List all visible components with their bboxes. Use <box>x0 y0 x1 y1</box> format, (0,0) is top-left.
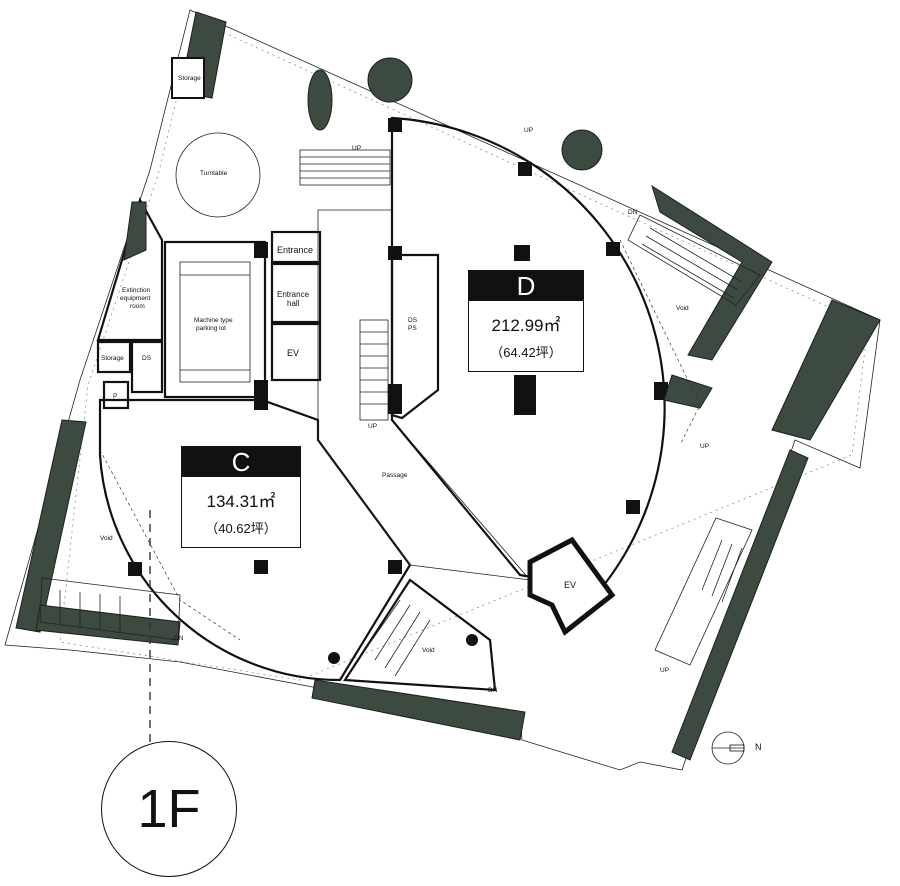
turntable <box>175 132 261 218</box>
up-label-right-bottom: UP <box>660 667 669 674</box>
entrance <box>270 230 322 264</box>
storage-room: Storage <box>171 11 227 99</box>
dn-label-bottom: DN <box>488 687 498 694</box>
column <box>388 118 402 132</box>
void-stair-bottom <box>343 578 497 692</box>
compass-icon: N <box>711 731 762 765</box>
void-label-right: Void <box>676 305 689 312</box>
storage-label: Storage <box>178 75 201 82</box>
column <box>328 652 340 664</box>
column <box>514 245 530 261</box>
void-outline-right <box>619 239 701 446</box>
column <box>388 246 402 260</box>
entrance-hall <box>270 262 322 324</box>
greenery-bottom <box>311 679 526 741</box>
void-label-left: Void <box>100 535 113 542</box>
dn-label-left: DN <box>174 635 184 642</box>
entrance-steps: UP <box>299 145 391 186</box>
entrance-label: Entrance <box>277 245 313 255</box>
column <box>254 560 268 574</box>
unit-c-tsubo: （40.62坪） <box>205 521 277 536</box>
elevator-core-left <box>270 322 322 382</box>
extinction-label-2: equipment <box>120 295 151 302</box>
small-storage <box>96 340 132 374</box>
ev-label-left: EV <box>287 348 299 358</box>
ds-shaft <box>130 340 164 394</box>
column <box>128 562 142 576</box>
unit-c-area: 134.31㎡ <box>206 492 276 511</box>
greenery-right-lower <box>671 449 809 761</box>
stair-up-label: UP <box>352 145 361 152</box>
unit-c-label-box: C 134.31㎡ （40.62坪） <box>181 446 301 548</box>
column <box>654 382 668 400</box>
greenery-left-stair <box>35 604 181 646</box>
void-label-bottom: Void <box>422 647 435 654</box>
turntable-label: Turntable <box>200 170 228 177</box>
ds-label: DS <box>142 355 152 362</box>
void-outline-bottom <box>99 449 241 641</box>
unit-d-name: D <box>469 271 583 301</box>
parking-label-1: Machine type <box>194 317 233 324</box>
entrance-hall-label-2: hall <box>287 299 300 308</box>
tree-icon <box>367 57 413 103</box>
unit-c-name: C <box>182 447 300 477</box>
p-label: P <box>113 393 117 400</box>
extinction-label-3: room <box>130 303 145 310</box>
unit-d-tsubo: （64.42坪） <box>490 345 562 360</box>
compass-north-label: N <box>755 742 762 752</box>
elevator-core-right <box>527 536 616 636</box>
up-label-right-mid: UP <box>700 443 709 450</box>
ds-ps-label-1: DS <box>408 317 418 324</box>
greenery-right-upper <box>663 374 713 409</box>
up-label-top-right: UP <box>524 127 533 134</box>
void-stair-treads <box>364 599 431 677</box>
greenery-right <box>771 299 881 441</box>
site-outline <box>4 9 881 771</box>
unit-d-outline <box>390 116 666 592</box>
central-stair: UP <box>359 319 389 430</box>
entrance-hall-label-1: Entrance <box>277 290 310 299</box>
central-stair-up-label: UP <box>368 423 377 430</box>
greenery-left <box>15 419 87 633</box>
column <box>254 242 268 258</box>
column <box>388 560 402 574</box>
unit-d-label-box: D 212.99㎡ （64.42坪） <box>468 270 584 372</box>
greenery-strip <box>123 201 147 261</box>
column <box>254 380 268 410</box>
p-room <box>102 380 130 410</box>
stair-right-top: DN <box>627 209 761 306</box>
column <box>606 242 620 256</box>
planter <box>307 69 333 131</box>
ds-ps-label-2: PS <box>408 325 417 332</box>
greenery-right-top <box>651 184 773 361</box>
stair-left <box>39 577 181 641</box>
passage <box>317 209 531 581</box>
floor-badge: 1F <box>101 741 237 877</box>
machine-parking-lot: Machine type parking lot <box>163 240 267 399</box>
stair-right-bottom: UP <box>654 517 753 674</box>
column <box>388 384 402 414</box>
extinction-equipment-room <box>96 197 164 342</box>
column <box>626 500 640 514</box>
extinction-label-1: Extinction <box>122 287 151 294</box>
parking-label-2: parking lot <box>196 325 226 332</box>
unit-d-area: 212.99㎡ <box>491 316 561 335</box>
small-storage-label: Storage <box>101 355 124 362</box>
dn-label-right-top: DN <box>628 209 638 216</box>
column <box>466 634 478 646</box>
ev-label-right: EV <box>564 580 576 590</box>
column <box>514 375 536 415</box>
unit-c-outline <box>98 398 412 682</box>
passage-label: Passage <box>382 472 408 479</box>
column <box>518 162 532 176</box>
tree-icon <box>561 129 603 171</box>
